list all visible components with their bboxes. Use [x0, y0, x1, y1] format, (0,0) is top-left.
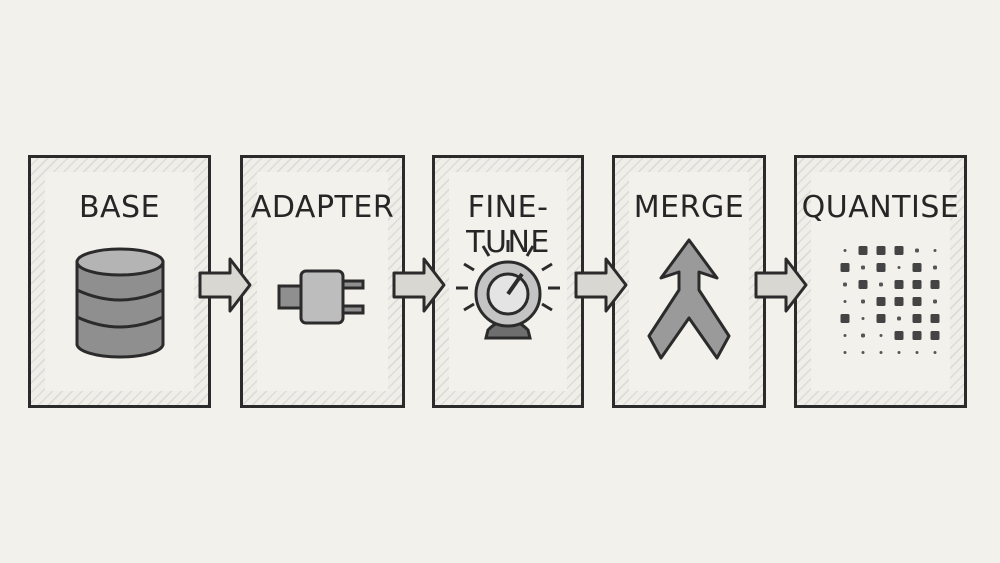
merge-arrow-icon	[615, 238, 763, 368]
dial-icon	[435, 238, 581, 368]
grid-dot	[933, 249, 936, 252]
stage-merge: MERGE	[612, 155, 766, 408]
grid-dot	[861, 351, 864, 354]
grid-dot	[860, 333, 865, 338]
grid-dot	[933, 351, 936, 354]
grid-dot	[897, 351, 900, 354]
stage-adapter: ADAPTER	[240, 155, 405, 408]
stage-quantise: QUANTISE	[794, 155, 967, 408]
grid-dot	[876, 314, 885, 323]
grid-dot	[876, 263, 885, 272]
arrow-right-icon	[392, 257, 446, 313]
grid-dot	[912, 314, 921, 323]
arrow-right-icon	[198, 257, 252, 313]
grid-dot	[860, 265, 865, 270]
grid-dot	[930, 314, 939, 323]
stage-base: BASE	[28, 155, 211, 408]
grid-dot	[879, 351, 882, 354]
stage-label: QUANTISE	[801, 190, 960, 225]
grid-dot	[876, 246, 885, 255]
grid-dot	[930, 331, 939, 340]
arrow-right-icon	[754, 257, 808, 313]
stage-label: BASE	[78, 190, 161, 225]
grid-dot	[912, 280, 921, 289]
grid-dot	[894, 246, 903, 255]
arrow-right-icon	[574, 257, 628, 313]
database-icon	[31, 238, 208, 368]
grid-dot	[912, 297, 921, 306]
grid-dot	[915, 351, 918, 354]
grid-dot	[861, 317, 864, 320]
stage-fine-tune: FINE-TUNE	[432, 155, 584, 408]
grid-dot	[860, 299, 865, 304]
grid-dot	[858, 246, 867, 255]
grid-dot	[932, 299, 937, 304]
grid-dot	[930, 280, 939, 289]
grid-dot	[876, 297, 885, 306]
grid-dot	[894, 331, 903, 340]
grid-dot	[879, 334, 882, 337]
grid-dot	[894, 297, 903, 306]
grid-dot	[842, 282, 847, 287]
grid-dot	[912, 331, 921, 340]
grid-dot	[843, 249, 846, 252]
plug-icon	[243, 238, 402, 368]
grid-dot	[843, 300, 846, 303]
dot-grid-icon	[797, 238, 964, 368]
grid-dot	[912, 263, 921, 272]
grid-dot	[896, 316, 901, 321]
stage-label: FINE-TUNE	[466, 190, 550, 260]
grid-dot	[843, 334, 846, 337]
grid-dot	[840, 314, 849, 323]
grid-dot	[932, 265, 937, 270]
grid-dot	[878, 282, 883, 287]
grid-dot	[843, 351, 846, 354]
grid-dot	[894, 280, 903, 289]
grid-dot	[840, 263, 849, 272]
grid-dot	[897, 266, 900, 269]
grid-dot	[914, 248, 919, 253]
stage-label: MERGE	[633, 190, 745, 225]
grid-dot	[858, 280, 867, 289]
stage-label: ADAPTER	[250, 190, 395, 225]
